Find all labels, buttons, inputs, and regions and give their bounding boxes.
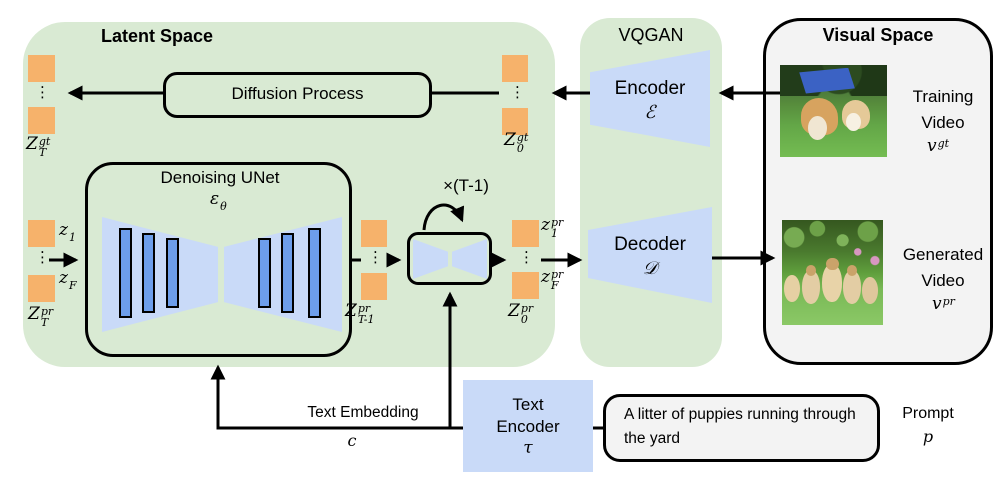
puppy-figure xyxy=(802,270,821,304)
text-encoder-label: Text Encoder xyxy=(496,394,560,436)
latent-token xyxy=(502,55,528,82)
latent-token xyxy=(361,220,387,247)
iterative-denoiser-box xyxy=(407,232,492,285)
denoising-unet-box xyxy=(85,162,352,357)
training-video-thumbnail xyxy=(780,65,887,157)
epsilon-theta-symbol: ε θ xyxy=(210,189,227,213)
latent-token xyxy=(512,272,539,299)
latent-token xyxy=(512,220,539,247)
unet-layer-bar xyxy=(142,233,155,313)
diffusion-process-box xyxy=(163,72,432,118)
latent-token xyxy=(28,55,55,82)
puppy-head xyxy=(826,257,839,271)
prompt-symbol: p xyxy=(922,427,934,446)
latent-token xyxy=(28,275,55,302)
prompt-box xyxy=(603,394,880,462)
generated-video-label: Generated Video xyxy=(902,245,984,291)
unet-layer-bar xyxy=(281,233,294,313)
prompt-label: Prompt xyxy=(902,405,954,422)
label-zF: z F xyxy=(59,268,77,292)
unet-layer-bar xyxy=(258,238,271,308)
vqgan-encoder-label: Encoder xyxy=(614,78,686,99)
unet-layer-bar xyxy=(308,228,321,318)
unet-layer-bar xyxy=(166,238,179,308)
loop-count-label: ×(T-1) xyxy=(443,176,489,195)
vqgan-decoder-label: Decoder xyxy=(614,234,686,255)
text-encoder-box: Text Encoder τ xyxy=(463,380,593,472)
generated-video-symbol: v pr xyxy=(932,294,955,314)
latent-token xyxy=(502,108,528,135)
puppy-figure xyxy=(784,274,801,302)
diffusion-process-label: Diffusion Process xyxy=(231,84,364,103)
vertical-ellipsis: ⋮ xyxy=(368,248,383,266)
dog-chest xyxy=(846,112,862,132)
label-z1: z 1 xyxy=(59,220,76,244)
puppy-figure xyxy=(861,276,878,304)
vqgan-title: VQGAN xyxy=(618,25,684,45)
puppy-head xyxy=(806,265,817,276)
training-video-symbol: v gt xyxy=(927,136,950,156)
vertical-ellipsis: ⋮ xyxy=(519,248,534,266)
vertical-ellipsis: ⋮ xyxy=(35,83,50,101)
latent-token xyxy=(28,220,55,247)
puppy-figure xyxy=(822,264,842,302)
vqgan-decoder-symbol: 𝒟 xyxy=(642,258,658,279)
vqgan-encoder-symbol: ℰ xyxy=(644,102,656,123)
blue-tarp xyxy=(799,67,855,94)
puppy-figure xyxy=(842,270,861,304)
training-video-label: Training Video xyxy=(912,87,974,133)
prompt-text: A litter of puppies running through the … xyxy=(624,406,856,448)
dog-chest xyxy=(807,115,828,140)
unet-layer-bar xyxy=(119,228,132,318)
latent-token xyxy=(361,273,387,300)
vertical-ellipsis: ⋮ xyxy=(35,248,50,266)
visual-space-title: Visual Space xyxy=(822,25,934,45)
denoising-unet-title: Denoising UNet xyxy=(160,168,280,187)
text-embedding-symbol: c xyxy=(347,431,357,450)
latent-space-title: Latent Space xyxy=(100,26,214,46)
text-encoder-symbol: τ xyxy=(523,438,533,459)
generated-video-thumbnail xyxy=(782,220,883,325)
text-embedding-label: Text Embedding xyxy=(307,404,419,421)
vertical-ellipsis: ⋮ xyxy=(510,83,525,101)
puppy-head xyxy=(846,265,857,276)
latent-token xyxy=(28,107,55,134)
